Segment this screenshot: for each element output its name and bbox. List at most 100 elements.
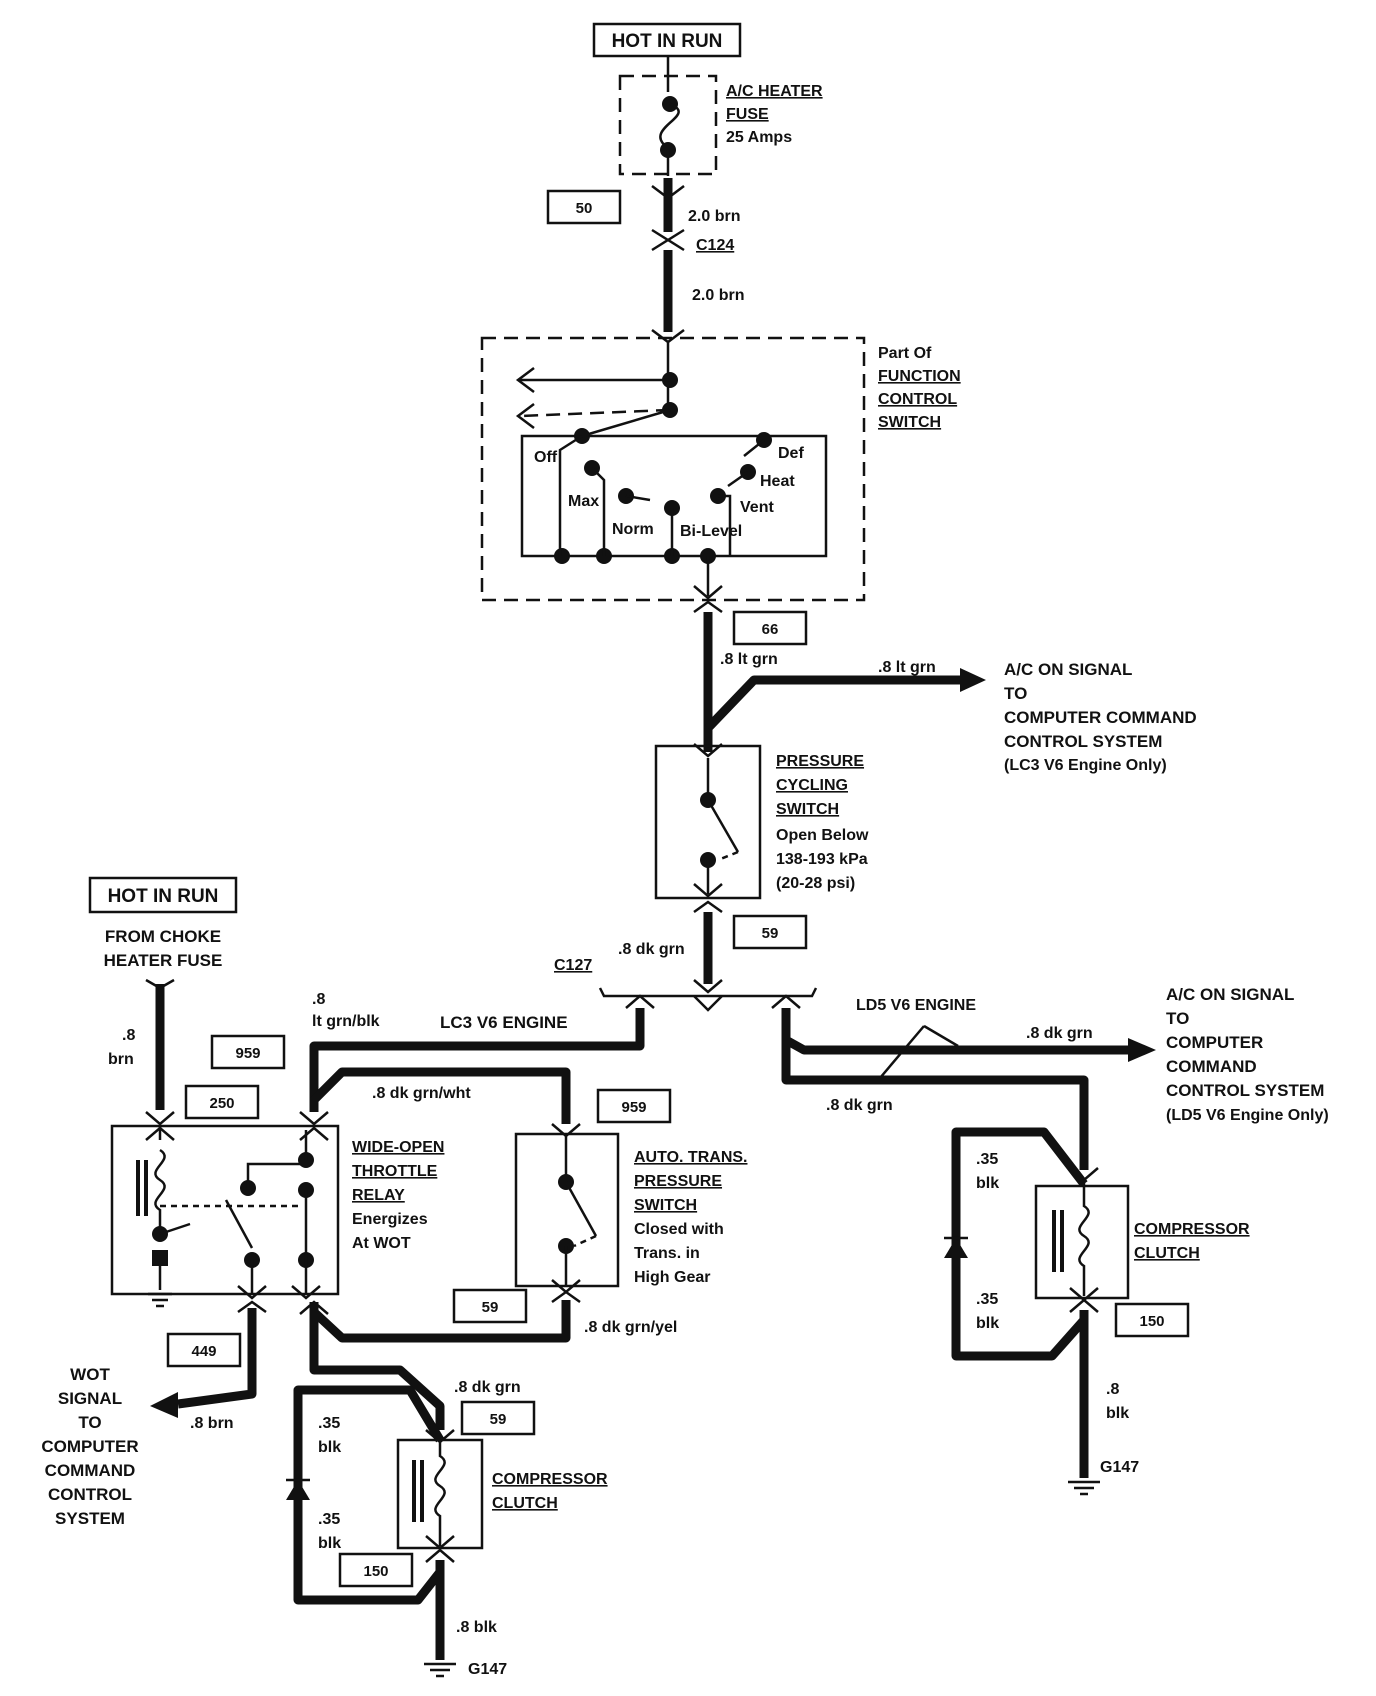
wire-8-dk-grn-wht: .8 dk grn/wht bbox=[309, 1067, 581, 1138]
auto-trans-pressure-switch: AUTO. TRANS. PRESSURE SWITCH Closed with… bbox=[514, 1132, 747, 1294]
function-switch-label-2: FUNCTION bbox=[878, 368, 961, 385]
clutch-left-label-2: CLUTCH bbox=[492, 1495, 558, 1512]
wire-2-0-brn: 2.0 brn C124 2.0 brn bbox=[651, 178, 744, 344]
circuit-250: 250 bbox=[184, 1084, 260, 1120]
switch-pos-max: Max bbox=[568, 493, 599, 510]
wire-label-lt-grn-blk-b: lt grn/blk bbox=[312, 1013, 380, 1030]
ac-signal-lc3-label-2: TO bbox=[1004, 684, 1027, 703]
choke-source-label-1: FROM CHOKE bbox=[105, 927, 221, 946]
pcs-label-4: Open Below bbox=[776, 827, 869, 844]
wire-label-35-blk-c1: .35 bbox=[976, 1151, 998, 1168]
circuit-66-label: 66 bbox=[762, 621, 779, 638]
ac-heater-fuse: A/C HEATER FUSE 25 Amps bbox=[618, 56, 823, 176]
pcs-label-3: SWITCH bbox=[776, 801, 839, 818]
ac-signal-ld5-label-1: A/C ON SIGNAL bbox=[1166, 985, 1294, 1004]
fuse-label-2: FUSE bbox=[726, 106, 769, 123]
circuit-150-left-label: 150 bbox=[363, 1563, 388, 1580]
wire-label-8-dk-grn-r2: .8 dk grn bbox=[826, 1097, 893, 1114]
ground-g147-right: .8 blk G147 bbox=[1068, 1298, 1139, 1496]
wire-8-dk-grn-yel: .8 dk grn/yel bbox=[299, 1290, 677, 1343]
fuse-label-3: 25 Amps bbox=[726, 129, 792, 146]
clutch-right-label-2: CLUTCH bbox=[1134, 1245, 1200, 1262]
circuit-59-trans: 59 bbox=[452, 1288, 528, 1324]
hot-in-run-left: HOT IN RUN bbox=[88, 876, 238, 914]
wire-label-8-lt-grn: .8 lt grn bbox=[720, 651, 778, 668]
switch-pos-norm: Norm bbox=[612, 521, 654, 538]
wire-8-brn-wot: .8 brn bbox=[150, 1300, 267, 1432]
wire-label-dk-grn-wht: .8 dk grn/wht bbox=[372, 1085, 471, 1102]
wot-signal-label-4: COMPUTER bbox=[41, 1437, 138, 1456]
wire-label-dk-grn-yel: .8 dk grn/yel bbox=[584, 1319, 677, 1336]
wire-label-35-blk-b1: .35 bbox=[318, 1511, 340, 1528]
lc3-engine-label: LC3 V6 ENGINE bbox=[440, 1013, 568, 1032]
wire-label-dk-grn-clutch: .8 dk grn bbox=[454, 1379, 521, 1396]
wot-relay-label-4: Energizes bbox=[352, 1211, 428, 1228]
wire-label-8-dk-grn: .8 dk grn bbox=[618, 941, 685, 958]
wire-label-lt-grn-blk-a: .8 bbox=[312, 991, 325, 1008]
circuit-150-right-label: 150 bbox=[1139, 1313, 1164, 1330]
compressor-clutch-right: COMPRESSOR CLUTCH bbox=[1034, 1182, 1250, 1302]
circuit-50: 50 bbox=[546, 189, 622, 225]
wire-label-8-dk-grn-r: .8 dk grn bbox=[1026, 1025, 1093, 1042]
trans-switch-label-6: High Gear bbox=[634, 1269, 710, 1286]
circuit-150-left: 150 bbox=[338, 1552, 414, 1588]
wire-label-8-brn-out: .8 brn bbox=[190, 1415, 234, 1432]
circuit-59-clutch-label: 59 bbox=[490, 1411, 507, 1428]
wire-label-2-0-brn-a: 2.0 brn bbox=[688, 208, 740, 225]
switch-pos-heat: Heat bbox=[760, 473, 795, 490]
wot-relay-label-1: WIDE-OPEN bbox=[352, 1139, 444, 1156]
wire-35-blk-right: .35 blk .35 blk bbox=[944, 1127, 1088, 1361]
ac-signal-ld5-label-4: COMMAND bbox=[1166, 1057, 1257, 1076]
switch-pos-vent: Vent bbox=[740, 499, 774, 516]
function-switch-label-4: SWITCH bbox=[878, 414, 941, 431]
wire-ld5-branch: LD5 V6 ENGINE .8 dk grn .8 dk grn bbox=[771, 994, 1156, 1182]
pcs-label-1: PRESSURE bbox=[776, 753, 864, 770]
wire-label-35-blk-d1: .35 bbox=[976, 1291, 998, 1308]
ac-signal-lc3-label-1: A/C ON SIGNAL bbox=[1004, 660, 1132, 679]
wire-label-8-blk-l: .8 blk bbox=[456, 1619, 497, 1636]
wire-label-8-brn-a: .8 bbox=[122, 1027, 135, 1044]
ground-g147-left: .8 blk G147 bbox=[424, 1548, 507, 1678]
circuit-59-clutch: 59 bbox=[460, 1400, 536, 1436]
circuit-959-right-label: 959 bbox=[621, 1099, 646, 1116]
circuit-150-right: 150 bbox=[1114, 1302, 1190, 1338]
wot-signal-label-3: TO bbox=[78, 1413, 101, 1432]
connector-c127: C127 bbox=[554, 957, 818, 1012]
choke-heater-source: FROM CHOKE HEATER FUSE .8 brn bbox=[104, 927, 223, 1126]
function-control-switch: Off Max Norm Bi-Level Vent Heat Def Part… bbox=[480, 336, 961, 602]
wire-8-dk-grn-main: .8 dk grn bbox=[618, 900, 723, 994]
circuit-66: 66 bbox=[732, 610, 808, 646]
ac-signal-ld5-label-2: TO bbox=[1166, 1009, 1189, 1028]
wot-relay-label-2: THROTTLE bbox=[352, 1163, 438, 1180]
wot-signal-label-6: CONTROL bbox=[48, 1485, 132, 1504]
circuit-449: 449 bbox=[166, 1332, 242, 1368]
circuit-59-pcs-label: 59 bbox=[762, 925, 779, 942]
fuse-label-1: A/C HEATER bbox=[726, 83, 823, 100]
trans-switch-label-3: SWITCH bbox=[634, 1197, 697, 1214]
clutch-left-label-1: COMPRESSOR bbox=[492, 1471, 608, 1488]
wire-label-35-blk-b2: blk bbox=[318, 1535, 341, 1552]
hot-in-run-top-label: HOT IN RUN bbox=[612, 31, 723, 52]
ground-g147-left-label: G147 bbox=[468, 1661, 507, 1678]
ac-on-signal-lc3: A/C ON SIGNAL TO COMPUTER COMMAND CONTRO… bbox=[1004, 660, 1197, 774]
circuit-50-label: 50 bbox=[576, 200, 593, 217]
choke-source-label-2: HEATER FUSE bbox=[104, 951, 223, 970]
wire-label-35-blk-a1: .35 bbox=[318, 1415, 340, 1432]
ac-signal-ld5-label-3: COMPUTER bbox=[1166, 1033, 1263, 1052]
switch-pos-off: Off bbox=[534, 449, 558, 466]
ac-signal-lc3-label-3: COMPUTER COMMAND bbox=[1004, 708, 1197, 727]
pcs-label-2: CYCLING bbox=[776, 777, 848, 794]
wot-relay-label-5: At WOT bbox=[352, 1235, 411, 1252]
ac-signal-ld5-label-6: (LD5 V6 Engine Only) bbox=[1166, 1107, 1329, 1124]
ground-g147-right-label: G147 bbox=[1100, 1459, 1139, 1476]
clutch-right-label-1: COMPRESSOR bbox=[1134, 1221, 1250, 1238]
function-switch-label-1: Part Of bbox=[878, 345, 932, 362]
switch-pos-bilevel: Bi-Level bbox=[680, 523, 742, 540]
wire-label-35-blk-a2: blk bbox=[318, 1439, 341, 1456]
wire-label-8-blk-r2: blk bbox=[1106, 1405, 1129, 1422]
wire-label-2-0-brn-b: 2.0 brn bbox=[692, 287, 744, 304]
circuit-959-right: 959 bbox=[596, 1088, 672, 1124]
hot-in-run-left-label: HOT IN RUN bbox=[108, 886, 219, 907]
